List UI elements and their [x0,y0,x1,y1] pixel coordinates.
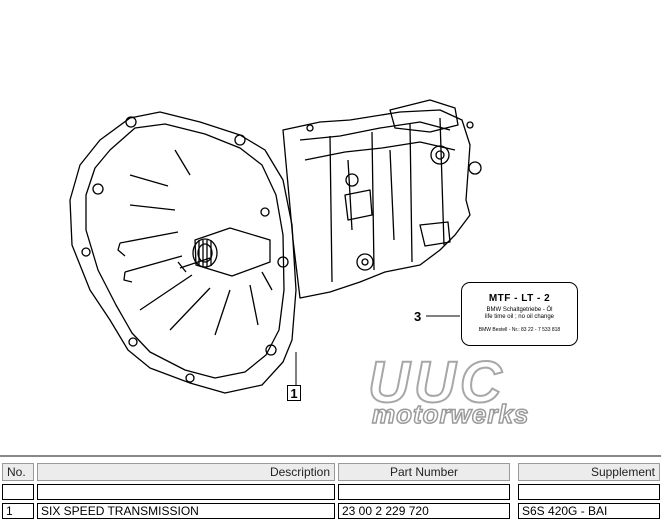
table-spacer-row [2,484,660,500]
watermark-line1: UUC [367,350,506,415]
label-line3: BMW Bestell - Nr.: 83 22 - 7 533 818 [478,327,561,333]
header-gap [513,463,515,481]
row-no: 1 [2,503,34,519]
spacer-cell [518,484,660,500]
uuc-watermark-logo: UUC motorwerks [367,353,618,430]
table-header-row: No. Description Part Number Supplement [2,463,660,481]
input-shaft [194,227,271,277]
spacer-cell [338,484,510,500]
header-supplement[interactable]: Supplement [518,463,660,481]
spacer-cell [2,484,34,500]
label-line1: BMW Schaltgetriebe - Öl [486,307,553,313]
gear-case [282,109,471,299]
oil-label-card: MTF - LT - 2 BMW Schaltgetriebe - Öl lif… [461,282,578,346]
row-supplement: S6S 420G - BAI [518,503,660,519]
spacer-cell [37,484,335,500]
watermark-line2: motorwerks [371,399,530,429]
label-line2: life time oil ; no oil change [484,314,555,320]
spacer-gap [513,484,515,500]
table-row[interactable]: 1 SIX SPEED TRANSMISSION 23 00 2 229 720… [2,503,660,519]
bell-housing [69,111,297,394]
header-part-number[interactable]: Part Number [338,463,510,481]
callout-3[interactable]: 3 [414,309,422,324]
row-part-number: 23 00 2 229 720 [338,503,510,519]
table-top-rule [0,455,661,457]
parts-table: No. Description Part Number Supplement 1… [0,460,661,522]
header-description[interactable]: Description [37,463,335,481]
callout-1[interactable]: 1 [287,385,301,401]
row-description: SIX SPEED TRANSMISSION [37,503,335,519]
label-title: MTF - LT - 2 [488,293,551,304]
transmission-diagram [69,99,482,394]
row-gap [513,503,515,519]
header-no[interactable]: No. [2,463,34,481]
